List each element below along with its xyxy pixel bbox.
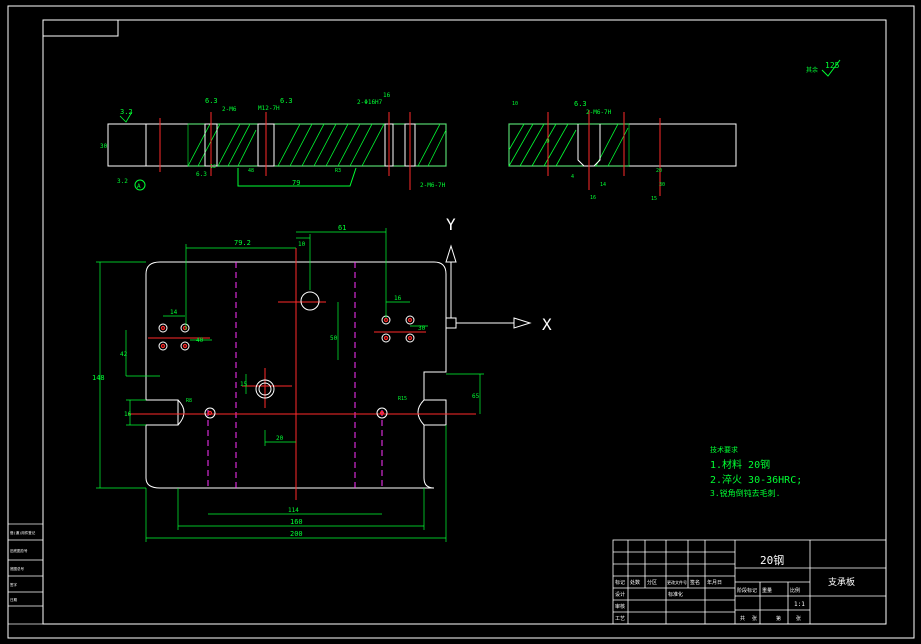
- axis-x-label: X: [542, 315, 552, 334]
- dim-200: 200: [290, 530, 303, 538]
- tb-row-label-5: 年月日: [707, 579, 722, 586]
- tb-row-label-4: 签名: [690, 579, 700, 586]
- axis-y-label: Y: [446, 215, 456, 234]
- datum-a: A: [137, 183, 141, 190]
- dim-plan-16b: 16: [124, 411, 132, 418]
- dim-16-side: 16: [590, 195, 596, 201]
- dim-plan-14: 14: [170, 309, 178, 316]
- dim-r8: R8: [186, 398, 192, 404]
- tb-sheet-2: 第: [776, 615, 781, 622]
- side-row-0: 借(通)用件登记: [10, 530, 36, 535]
- side-row-4: 日期: [10, 597, 17, 602]
- dim-61: 61: [338, 224, 346, 232]
- tb-role-review: 审核: [615, 603, 625, 610]
- dim-plan-20: 20: [276, 435, 284, 442]
- side-row-1: 旧底图总号: [10, 548, 28, 553]
- tb-row-label-3: 更改文件号: [667, 579, 687, 585]
- rough-general-label: 其余: [806, 66, 818, 74]
- dim-r3: R3: [335, 168, 341, 174]
- rough-hole-a: 6.3: [205, 97, 218, 105]
- outer-frame: [7, 5, 915, 639]
- title-material: 20钢: [760, 554, 784, 567]
- dim-16-top: 16: [383, 92, 391, 99]
- notes-line-3: 3.锐角倒钝去毛刺.: [710, 488, 780, 498]
- section-view-side: [508, 110, 737, 196]
- tb-weight-1: 重量: [762, 587, 772, 594]
- dim-plan-10: 10: [298, 241, 306, 248]
- callout-2m6-7h: 2-M6-7H: [420, 182, 446, 189]
- dim-14: 14: [600, 182, 606, 188]
- dim-10: 10: [512, 101, 518, 107]
- callout-m12: M12-7H: [258, 105, 280, 112]
- dim-15: 15: [651, 196, 657, 202]
- dim-thickness: 30: [100, 143, 108, 150]
- side-row-2: 底图总号: [10, 566, 24, 571]
- dim-148: 148: [92, 374, 105, 382]
- dim-30: 30: [659, 182, 665, 188]
- tb-sheet-0: 共: [740, 615, 745, 622]
- dim-160: 160: [290, 518, 303, 526]
- dim-plan-30: 30: [418, 325, 426, 332]
- dim-48: 48: [248, 168, 254, 174]
- notes-line-2: 2.淬火 30-36HRC;: [710, 473, 802, 486]
- tb-row-label-1: 处数: [630, 579, 640, 586]
- tb-role-design: 设计: [615, 591, 625, 598]
- dim-65: 65: [472, 393, 480, 400]
- callout-2phi16h7: 2-Φ16H7: [357, 99, 383, 106]
- tb-role-process: 工艺: [615, 616, 625, 622]
- rough-top: 3.2: [120, 108, 133, 116]
- tb-weight-0: 阶段标记: [737, 587, 757, 594]
- title-block: [612, 539, 887, 625]
- plan-view: [96, 228, 484, 542]
- dim-79: 79: [292, 179, 300, 187]
- dim-114: 114: [288, 507, 299, 514]
- tb-row-label-0: 标记: [615, 579, 625, 586]
- rough-side: 3.2: [117, 178, 128, 185]
- dim-plan-16: 16: [394, 295, 402, 302]
- dim-4: 4: [571, 174, 574, 180]
- tb-row-label-2: 分区: [647, 579, 657, 586]
- tb-sheet-3: 张: [796, 615, 801, 622]
- dim-40: 40: [196, 337, 204, 344]
- dim-12: 12: [210, 164, 216, 170]
- tb-sheet-1: 张: [752, 615, 757, 622]
- dim-42: 42: [120, 351, 128, 358]
- dim-79-2: 79.2: [234, 239, 251, 247]
- dim-r15: R15: [398, 396, 407, 402]
- dim-20: 20: [656, 168, 662, 174]
- notes-heading: 技术要求: [710, 445, 738, 454]
- notes-line-1: 1.材料 20钢: [710, 458, 770, 471]
- dim-50: 50: [330, 335, 338, 342]
- rough-lower: 6.3: [196, 171, 207, 178]
- dim-9: 9: [546, 138, 550, 145]
- rough-side-hole: 6.3: [574, 100, 587, 108]
- side-table: [7, 523, 44, 625]
- inner-frame: [42, 19, 887, 625]
- tb-misc: 标准化: [668, 591, 683, 598]
- tb-weight-2: 比例: [790, 587, 800, 594]
- side-row-3: 签字: [10, 582, 17, 587]
- rough-general: 125: [825, 61, 840, 70]
- coordinate-axes: [445, 244, 532, 329]
- corner-label-box: [42, 19, 119, 37]
- title-scale: 1:1: [794, 601, 805, 608]
- callout-2m6-a: 2-M6: [222, 106, 237, 113]
- technical-notes: 技术要求 1.材料 20钢 2.淬火 30-36HRC; 3.锐角倒钝去毛刺.: [710, 445, 802, 498]
- section-view-main: [107, 112, 447, 190]
- title-part-name: 支承板: [828, 576, 855, 588]
- rough-hole-b: 6.3: [280, 97, 293, 105]
- callout-2m6-b: 2-M6-7H: [586, 109, 612, 116]
- dim-plan-15: 15: [240, 381, 248, 388]
